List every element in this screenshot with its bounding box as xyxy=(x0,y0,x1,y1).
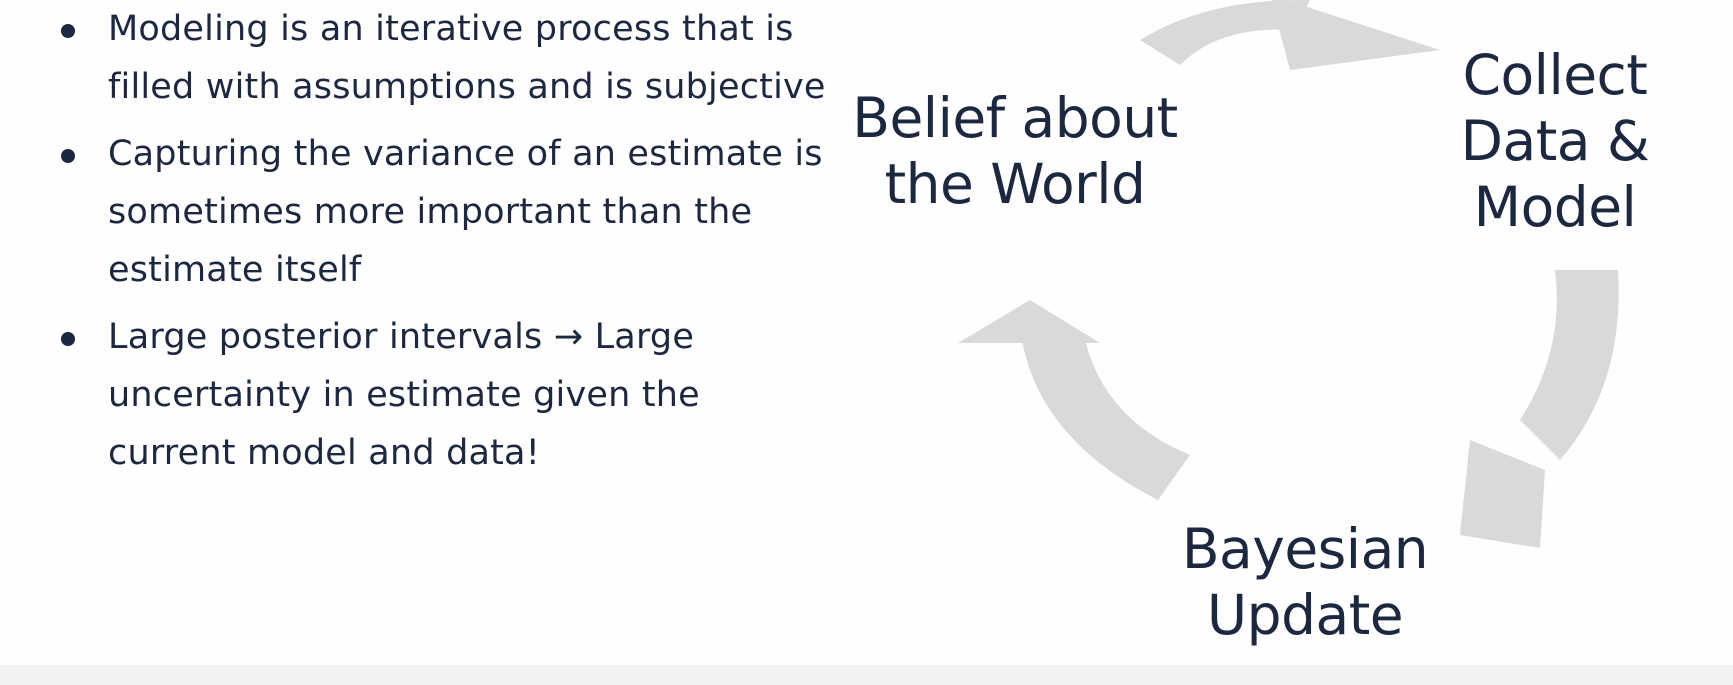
bottom-band xyxy=(0,665,1733,685)
bullet-dot-icon xyxy=(61,149,75,163)
node-collect-data-and-model: Collect Data & Model xyxy=(1460,43,1650,239)
arrow-collect-to-bayesian-icon xyxy=(1460,270,1619,548)
bullet-item: Capturing the variance of an estimate is… xyxy=(55,125,835,299)
arrow-belief-to-collect-icon xyxy=(1140,0,1440,70)
node-belief-about-the-world: Belief about the World xyxy=(852,86,1178,216)
bullet-dot-icon xyxy=(61,24,75,38)
bullet-item: Modeling is an iterative process that is… xyxy=(55,0,835,116)
bullet-text: Modeling is an iterative process that is… xyxy=(108,9,826,107)
bullet-list: Modeling is an iterative process that is… xyxy=(55,0,835,491)
bullet-text: Capturing the variance of an estimate is… xyxy=(108,134,823,290)
bullet-item: Large posterior intervals → Large uncert… xyxy=(55,308,835,482)
bullet-text: Large posterior intervals → Large uncert… xyxy=(108,317,700,473)
bullet-dot-icon xyxy=(61,332,75,346)
arrow-bayesian-to-belief-icon xyxy=(958,300,1190,500)
node-bayesian-update: Bayesian Update xyxy=(1181,517,1429,647)
